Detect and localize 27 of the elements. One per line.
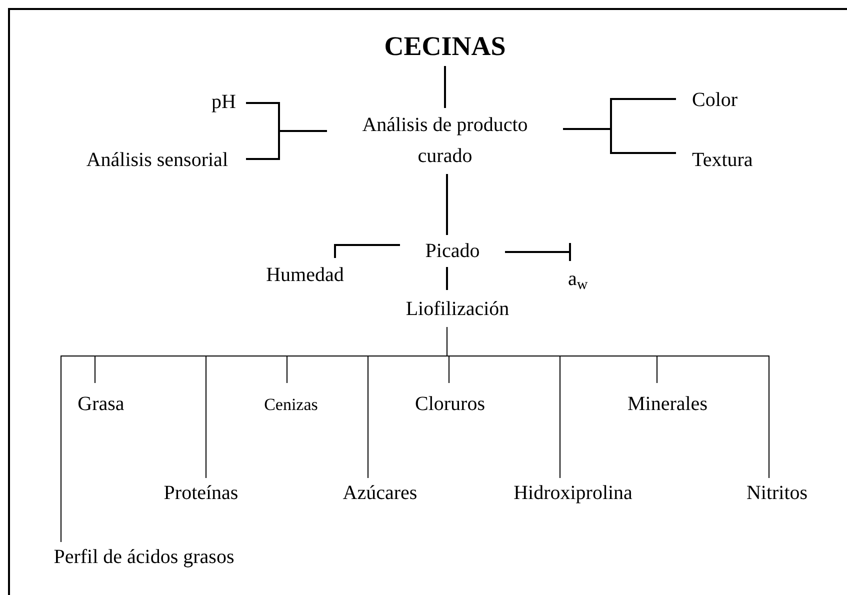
node-label: Humedad bbox=[266, 263, 344, 288]
connector-line bbox=[446, 267, 448, 290]
node-label: Picado bbox=[425, 239, 480, 264]
node-label: a$_{w}$ bbox=[568, 267, 588, 294]
node-label: Minerales bbox=[628, 392, 708, 417]
node-label: Proteínas bbox=[164, 481, 238, 506]
connector-line bbox=[563, 128, 676, 154]
connector-line bbox=[446, 174, 448, 235]
node-label: CECINAS bbox=[384, 30, 506, 63]
connector-line bbox=[444, 66, 446, 108]
node-label: Textura bbox=[692, 148, 753, 173]
node-label: pH bbox=[212, 90, 236, 115]
node-label: Color bbox=[692, 88, 738, 113]
node-label: Nitritos bbox=[746, 481, 808, 506]
node-label: Análisis de producto curado bbox=[361, 113, 529, 169]
node-label: Liofilización bbox=[406, 296, 510, 322]
node-label: Azúcares bbox=[342, 481, 418, 506]
node-label: Hidroxiprolina bbox=[514, 481, 632, 506]
connector-line bbox=[60, 326, 448, 542]
node-label: Grasa bbox=[78, 392, 124, 417]
node-label: Cenizas bbox=[264, 394, 318, 416]
node-label: Análisis sensorial bbox=[86, 148, 228, 173]
connector-line bbox=[246, 130, 327, 160]
connector-line bbox=[334, 244, 400, 258]
node-label: Perfil de ácidos grasos bbox=[54, 545, 234, 570]
connector-line bbox=[505, 242, 571, 262]
node-label: Cloruros bbox=[415, 392, 485, 417]
